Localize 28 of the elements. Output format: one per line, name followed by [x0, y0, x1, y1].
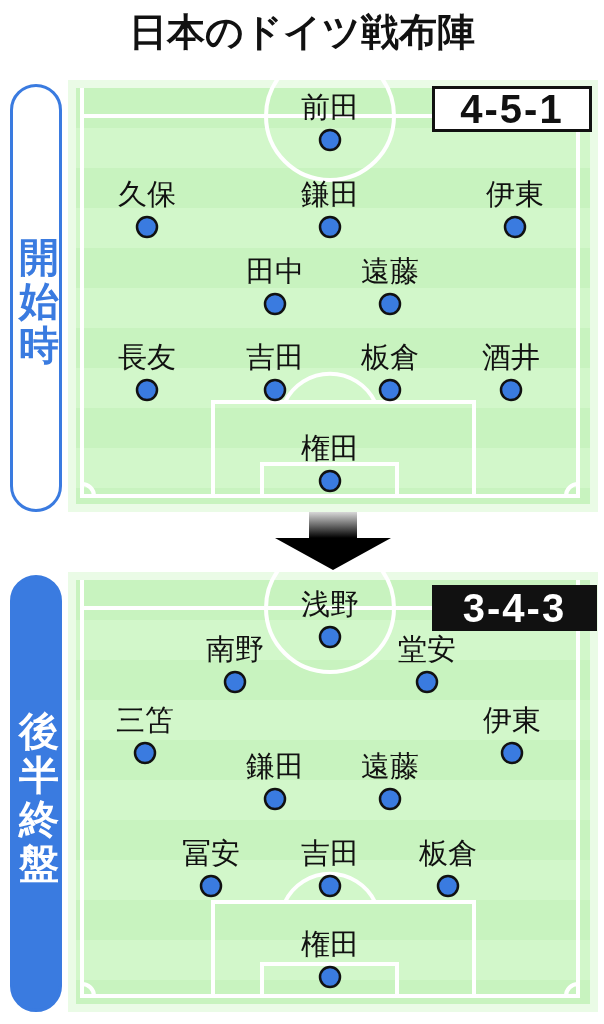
formation-label: 4-5-1: [432, 86, 592, 132]
player-name: 吉田: [300, 836, 360, 870]
player-name: 権田: [300, 927, 360, 961]
player-name: 三笘: [115, 703, 175, 737]
player-name: 浅野: [300, 587, 360, 621]
player-name: 鎌田: [245, 749, 305, 783]
title: 日本のドイツ戦布陣: [128, 9, 476, 56]
player-name: 南野: [205, 632, 265, 666]
phase-label: 後半終盤: [10, 575, 62, 1012]
player-name: 遠藤: [360, 254, 420, 288]
player-name: 板倉: [360, 340, 420, 374]
player-name: 酒井: [481, 340, 541, 374]
player-name: 遠藤: [360, 749, 420, 783]
player-name: 堂安: [397, 632, 457, 666]
player-name: 前田: [300, 90, 360, 124]
player-name: 鎌田: [300, 177, 360, 211]
player-name: 長友: [117, 340, 177, 374]
player-name: 伊東: [485, 177, 545, 211]
phase-label: 開始時: [10, 84, 62, 512]
arrow: [275, 512, 391, 570]
player-name: 吉田: [245, 340, 305, 374]
formation-label: 3-4-3: [432, 585, 597, 631]
player-name: 権田: [300, 431, 360, 465]
player-name: 板倉: [418, 836, 478, 870]
player-name: 久保: [117, 177, 177, 211]
player-name: 冨安: [181, 836, 241, 870]
player-name: 田中: [245, 254, 305, 288]
player-name: 伊東: [482, 703, 542, 737]
